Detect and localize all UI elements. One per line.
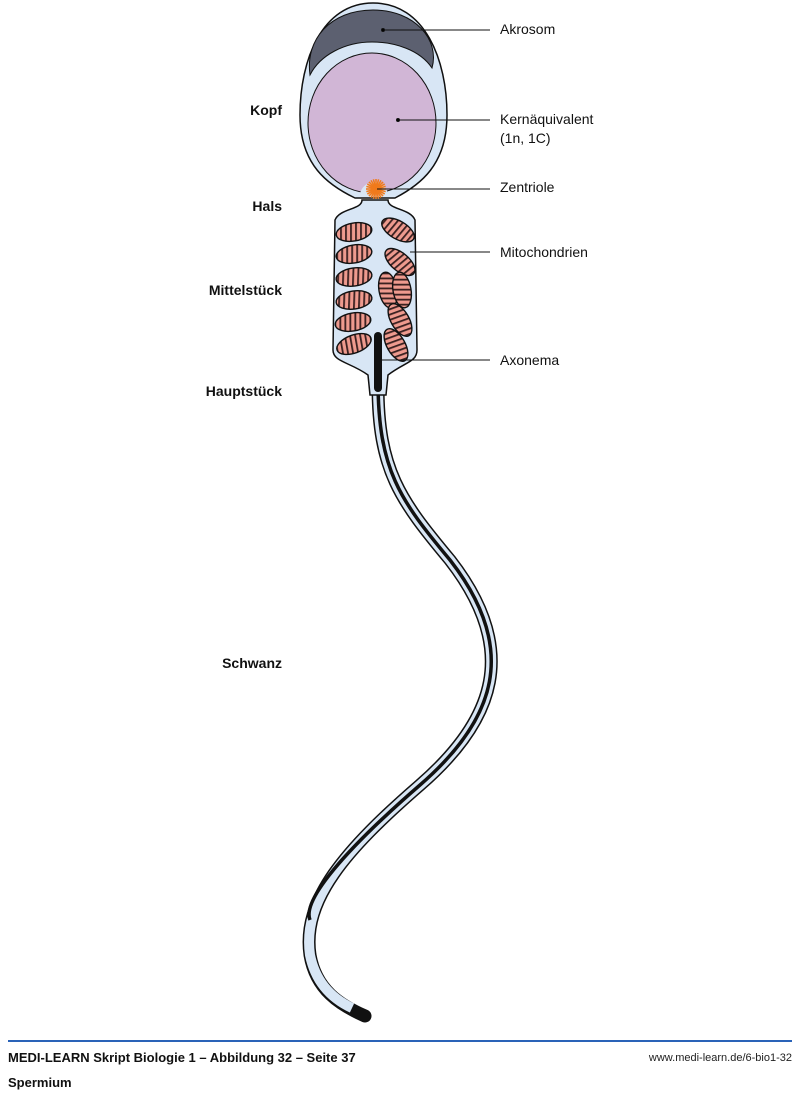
label-schwanz: Schwanz	[222, 655, 282, 671]
mitochondrion	[335, 243, 373, 265]
centriole	[366, 179, 386, 199]
footer-source: MEDI-LEARN Skript Biologie 1 – Abbildung…	[8, 1050, 356, 1065]
axoneme-start	[374, 332, 382, 392]
mitochondrion	[335, 267, 373, 287]
figure-caption: Spermium	[8, 1075, 72, 1090]
footer-url[interactable]: www.medi-learn.de/6-bio1-32	[648, 1052, 792, 1064]
mitochondrion	[335, 221, 373, 243]
leader-lines	[377, 28, 490, 361]
mitochondrion	[336, 332, 372, 356]
tail	[302, 378, 498, 1023]
label-kern-2: (1n, 1C)	[500, 130, 551, 146]
mitochondrion	[387, 303, 413, 337]
mitochondrion	[334, 311, 372, 333]
mitochondrion	[335, 290, 373, 310]
label-kern-1: Kernäquivalent	[500, 111, 594, 127]
axoneme-tail	[307, 379, 494, 921]
label-zentriole: Zentriole	[500, 179, 555, 195]
label-hauptstueck: Hauptstück	[205, 383, 282, 399]
mitochondria	[334, 217, 416, 362]
mitochondrion	[391, 271, 413, 309]
footer-rule	[8, 1040, 792, 1042]
label-mittelstueck: Mittelstück	[208, 282, 282, 298]
label-mitochondrien: Mitochondrien	[500, 244, 588, 260]
acrosome	[308, 9, 434, 77]
mitochondrion	[383, 328, 409, 362]
label-axonema: Axonema	[500, 352, 560, 368]
label-hals: Hals	[252, 198, 282, 214]
mitochondrion	[384, 247, 416, 277]
mitochondrion	[381, 217, 415, 243]
label-kopf: Kopf	[250, 102, 282, 118]
nucleus	[307, 52, 437, 194]
label-akrosom: Akrosom	[500, 21, 556, 37]
